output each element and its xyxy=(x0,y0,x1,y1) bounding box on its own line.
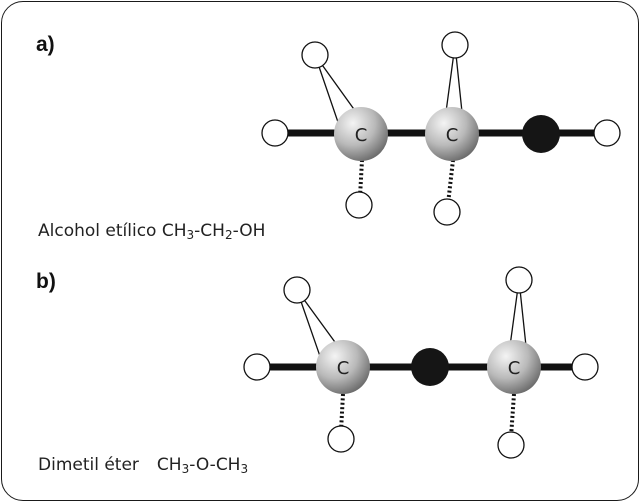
hydrogen-atom xyxy=(497,431,525,459)
hydrogen-atom xyxy=(243,353,271,381)
oxygen-atom xyxy=(411,348,449,386)
carbon-atom xyxy=(334,107,388,161)
carbon-atom xyxy=(316,340,370,394)
hydrogen-atom xyxy=(593,119,621,147)
panel-label-a: a) xyxy=(36,33,55,56)
carbon-label: C xyxy=(337,358,350,379)
compound-name: Dimetil éter xyxy=(38,455,139,475)
panel-label-b: b) xyxy=(36,270,56,293)
oxygen-atom xyxy=(522,115,560,153)
formula-subscript: 3 xyxy=(181,462,190,476)
carbon-atom xyxy=(425,107,479,161)
hash-bond-b1 xyxy=(339,393,345,432)
hydrogen-atom xyxy=(301,41,329,69)
hydrogen-atom xyxy=(505,266,533,294)
hydrogen-atom xyxy=(571,353,599,381)
carbon-label: C xyxy=(355,125,368,146)
carbon-label: C xyxy=(508,358,521,379)
chemical-formula: CH3-CH2-OH xyxy=(162,221,266,241)
carbon-label: C xyxy=(446,125,459,146)
hash-bond-a2 xyxy=(446,159,455,205)
formula-text: -CH xyxy=(194,221,225,241)
molecule-ethanol: C C xyxy=(261,31,621,226)
formula-subscript: 3 xyxy=(186,228,195,242)
hydrogen-atom xyxy=(327,425,355,453)
formula-subscript: 2 xyxy=(224,228,233,242)
formula-text: -OH xyxy=(232,221,266,241)
hash-bond-a1 xyxy=(358,159,364,198)
hydrogen-atom xyxy=(441,31,469,59)
hydrogen-atom xyxy=(283,276,311,304)
compound-name: Alcohol etílico xyxy=(38,221,157,241)
chemical-formula: CH3-O-CH3 xyxy=(157,455,248,475)
caption-ethanol: Alcohol etílico CH3-CH2-OH xyxy=(38,221,265,241)
formula-text: CH xyxy=(156,455,182,475)
formula-text: CH xyxy=(161,221,187,241)
molecule-dimethyl-ether: C C xyxy=(243,266,599,459)
carbon-atom xyxy=(487,340,541,394)
hydrogen-atom xyxy=(261,119,289,147)
formula-subscript: 3 xyxy=(240,462,249,476)
hash-bond-b2 xyxy=(509,393,516,438)
formula-text: -O-CH xyxy=(189,455,241,475)
hydrogen-atom xyxy=(345,191,373,219)
hydrogen-atom xyxy=(433,198,461,226)
